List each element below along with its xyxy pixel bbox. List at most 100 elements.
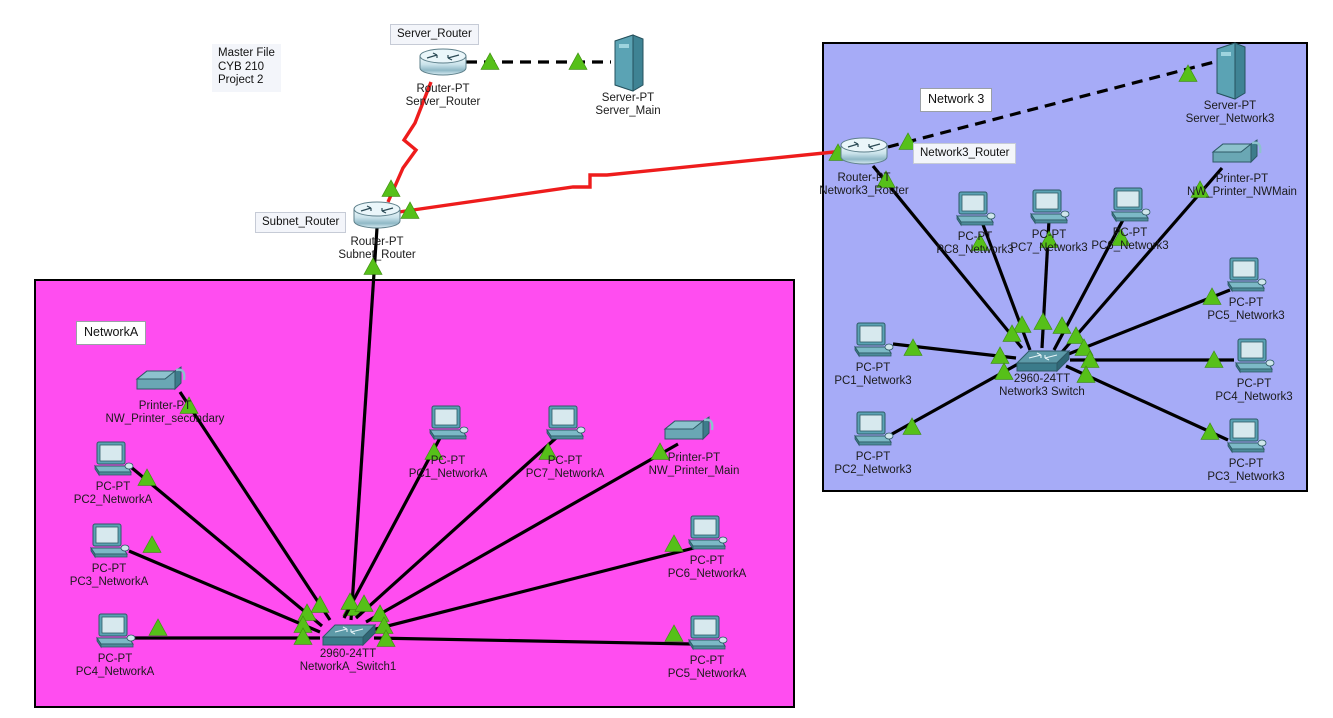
link-status-marker xyxy=(424,442,444,460)
device-nw-printer-secondary[interactable] xyxy=(133,365,189,399)
link-status-marker xyxy=(994,362,1014,380)
link-status-marker xyxy=(1080,350,1100,368)
link-status-marker xyxy=(1074,338,1094,356)
link-network3-router-to-server-network3[interactable] xyxy=(887,58,1223,150)
link-asw-pc4a[interactable] xyxy=(135,618,320,645)
link-status-marker xyxy=(179,396,199,414)
device-server-router[interactable] xyxy=(417,48,469,78)
zone-network3[interactable] xyxy=(822,42,1308,492)
link-status-marker xyxy=(310,595,330,613)
device-caption-server-main: Server-PT Server_Main xyxy=(595,92,661,117)
link-status-marker xyxy=(650,442,670,460)
zone-tag-network3[interactable]: Network 3 xyxy=(920,88,993,112)
link-status-marker xyxy=(1200,422,1220,440)
device-caption-networkA-switch: 2960-24TT NetworkA_Switch1 xyxy=(299,648,397,673)
link-status-marker xyxy=(142,535,162,553)
device-network3-router[interactable] xyxy=(838,137,890,167)
device-caption-server-router: Router-PT Server_Router xyxy=(405,83,481,108)
link-status-marker xyxy=(664,624,684,642)
device-pc7-network3[interactable] xyxy=(1027,188,1071,228)
link-status-marker xyxy=(148,618,168,636)
device-pc7-networkA[interactable] xyxy=(543,404,587,444)
link-status-marker xyxy=(1111,228,1131,246)
device-server-main[interactable] xyxy=(611,33,645,95)
link-status-marker xyxy=(1178,64,1198,82)
link-status-marker xyxy=(898,132,918,150)
device-nw-printer-main[interactable] xyxy=(661,415,717,449)
link-server-router-to-subnet-router[interactable] xyxy=(381,81,433,203)
device-pc6-networkA[interactable] xyxy=(685,514,729,554)
link-status-marker xyxy=(903,338,923,356)
server-router-pin[interactable]: Server_Router xyxy=(390,24,479,45)
link-n3sw-pc3[interactable] xyxy=(1065,364,1229,442)
link-status-marker xyxy=(1076,365,1096,383)
device-pc6-network3[interactable] xyxy=(1108,186,1152,226)
link-status-marker xyxy=(876,170,896,188)
device-caption-pc1-networkA: PC-PT PC1_NetworkA xyxy=(408,455,488,480)
device-pc5-networkA[interactable] xyxy=(685,614,729,654)
link-status-marker xyxy=(363,257,383,275)
link-n3sw-pc8[interactable] xyxy=(970,221,1032,351)
device-caption-nw-printer-nwmain: Printer-PT NW_Printer_NWMain xyxy=(1187,173,1297,198)
link-n3sw-printer[interactable] xyxy=(1060,166,1224,354)
link-status-marker xyxy=(1052,316,1072,334)
device-subnet-router[interactable] xyxy=(351,201,403,231)
link-status-marker xyxy=(1012,315,1032,333)
device-caption-pc6-network3: PC-PT PC6_Network3 xyxy=(1091,227,1169,252)
link-n3sw-pc1[interactable] xyxy=(892,338,1017,364)
device-caption-pc5-networkA: PC-PT PC5_NetworkA xyxy=(667,655,747,680)
device-caption-network3-router: Router-PT Network3_Router xyxy=(819,172,909,197)
link-n3sw-router[interactable] xyxy=(871,164,1024,350)
link-asw-pc7a[interactable] xyxy=(354,436,558,620)
device-pc8-network3[interactable] xyxy=(953,190,997,230)
link-status-marker xyxy=(1204,350,1224,368)
link-status-marker xyxy=(1190,180,1210,198)
device-server-network3[interactable] xyxy=(1213,41,1247,103)
device-caption-server-network3: Server-PT Server_Network3 xyxy=(1185,100,1275,125)
link-server-router-to-server-main[interactable] xyxy=(466,52,611,70)
device-pc2-network3[interactable] xyxy=(851,410,895,450)
device-pc3-network3[interactable] xyxy=(1224,417,1268,457)
link-asw-printer-secondary[interactable] xyxy=(178,391,332,621)
device-nw-printer-nwmain[interactable] xyxy=(1209,138,1265,172)
device-network3-switch[interactable] xyxy=(1011,341,1073,375)
master-file-note[interactable]: Master File CYB 210 Project 2 xyxy=(212,44,281,92)
device-pc4-networkA[interactable] xyxy=(93,612,137,652)
zone-tag-networkA[interactable]: NetworkA xyxy=(76,321,147,345)
device-caption-pc7-network3: PC-PT PC7_Network3 xyxy=(1010,229,1088,254)
link-n3sw-pc7[interactable] xyxy=(1033,219,1059,349)
link-n3sw-pc5[interactable] xyxy=(1065,287,1231,357)
device-caption-pc8-network3: PC-PT PC8_Network3 xyxy=(936,231,1014,256)
link-asw-pc5a[interactable] xyxy=(373,624,693,647)
link-status-marker xyxy=(1066,326,1086,344)
device-pc4-network3[interactable] xyxy=(1232,337,1276,377)
link-asw-pc1a[interactable] xyxy=(340,437,444,619)
network3-router-pin[interactable]: Network3_Router xyxy=(913,143,1017,164)
device-networkA-switch[interactable] xyxy=(317,615,379,649)
device-caption-pc6-networkA: PC-PT PC6_NetworkA xyxy=(667,555,747,580)
device-pc3-networkA[interactable] xyxy=(87,522,131,562)
link-status-marker xyxy=(538,442,558,460)
link-n3sw-pc6[interactable] xyxy=(1052,217,1131,351)
link-status-marker xyxy=(970,233,990,251)
link-n3sw-pc4[interactable] xyxy=(1070,350,1234,368)
device-pc2-networkA[interactable] xyxy=(91,440,135,480)
subnet-router-pin[interactable]: Subnet_Router xyxy=(255,212,347,233)
device-caption-pc4-network3: PC-PT PC4_Network3 xyxy=(1215,378,1293,403)
link-status-marker xyxy=(376,629,396,647)
link-status-marker xyxy=(664,534,684,552)
device-caption-pc4-networkA: PC-PT PC4_NetworkA xyxy=(75,653,155,678)
device-caption-pc3-networkA: PC-PT PC3_NetworkA xyxy=(69,563,149,588)
device-pc1-networkA[interactable] xyxy=(426,404,470,444)
link-status-marker xyxy=(1002,324,1022,342)
device-caption-subnet-router: Router-PT Subnet_Router xyxy=(338,236,416,261)
device-pc5-network3[interactable] xyxy=(1224,256,1268,296)
device-pc1-network3[interactable] xyxy=(851,321,895,361)
link-n3sw-pc2[interactable] xyxy=(891,362,1019,436)
link-status-marker xyxy=(293,627,313,645)
link-status-marker xyxy=(381,179,401,197)
link-status-marker xyxy=(340,592,360,610)
